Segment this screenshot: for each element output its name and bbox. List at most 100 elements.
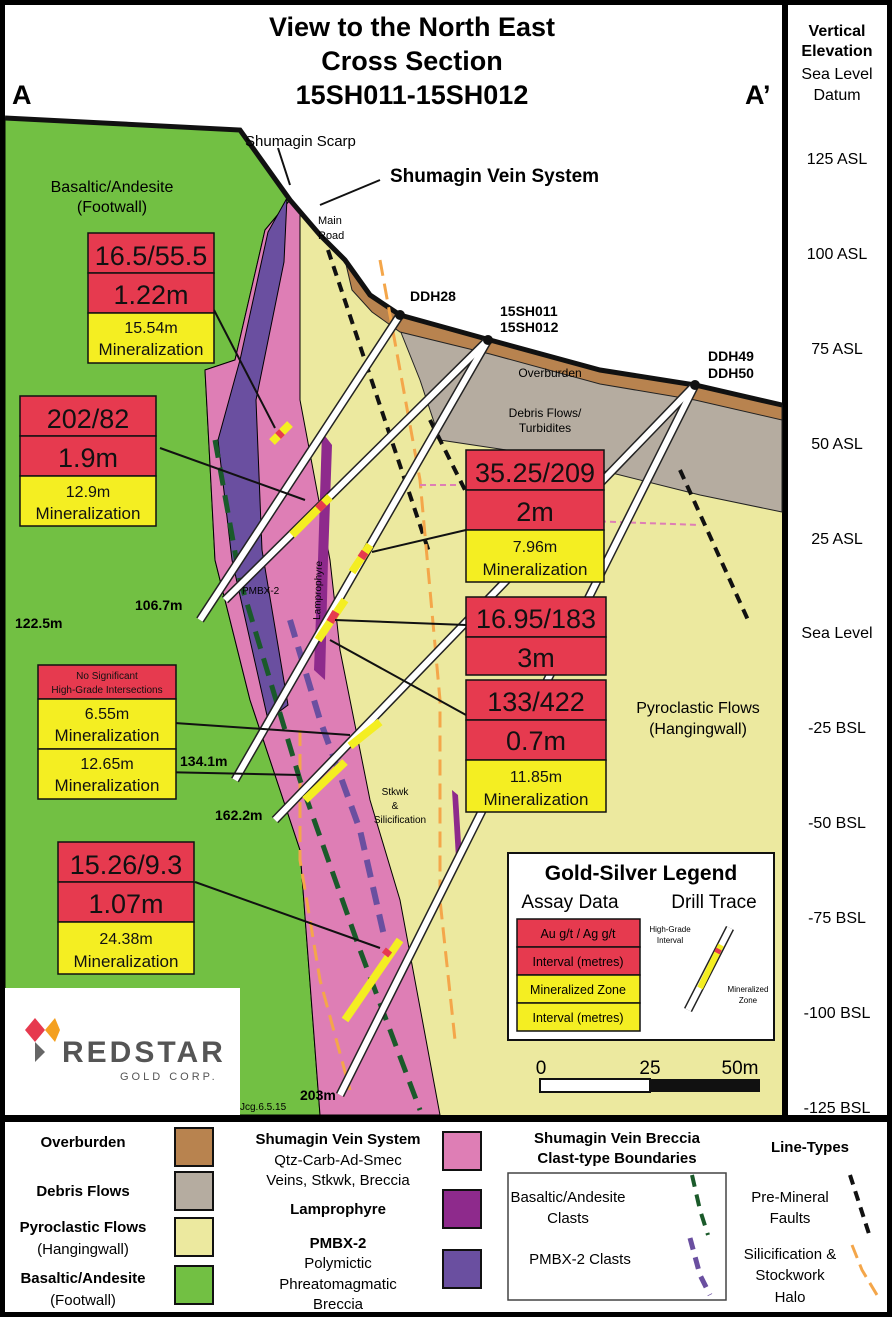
- svg-text:202/82: 202/82: [47, 404, 130, 434]
- svg-text:High-Grade: High-Grade: [649, 925, 691, 934]
- svg-text:Pre-Mineral: Pre-Mineral: [751, 1189, 829, 1206]
- svg-text:133/422: 133/422: [487, 687, 585, 717]
- gold-silver-legend: Gold-Silver Legend Assay Data Drill Trac…: [507, 852, 775, 1041]
- svg-text:Mineralization: Mineralization: [99, 340, 204, 359]
- svg-text:Mineralized: Mineralized: [728, 985, 769, 994]
- svg-text:24.38m: 24.38m: [99, 931, 152, 948]
- pmbx-label: PMBX-2: [242, 586, 280, 597]
- basalt-clast-boundary: [212, 439, 423, 1111]
- callout-4: 16.95/183 3m 133/422 0.7m 11.85m Mineral…: [465, 596, 607, 813]
- pyro-sub: (Hangingwall): [649, 721, 747, 738]
- ddh49-label: DDH49: [708, 348, 754, 364]
- stkwk-label: Stkwk: [382, 787, 410, 798]
- svg-text:Mineralization: Mineralization: [74, 952, 179, 971]
- depth-label: 134.1m: [180, 753, 227, 769]
- lamprophyre-label: Lamprophyre: [312, 560, 325, 620]
- svg-text:-100 BSL: -100 BSL: [804, 1005, 871, 1022]
- svg-text:50m: 50m: [722, 1058, 759, 1079]
- sh011-label: 15SH011: [500, 303, 558, 319]
- svg-text:Basaltic/Andesite: Basaltic/Andesite: [20, 1270, 145, 1287]
- svg-text:GOLD CORP.: GOLD CORP.: [120, 1071, 218, 1083]
- depth-label: 162.2m: [215, 807, 262, 823]
- svg-text:100 ASL: 100 ASL: [807, 246, 868, 263]
- svg-text:16.95/183: 16.95/183: [476, 604, 596, 634]
- svg-text:Faults: Faults: [770, 1210, 811, 1227]
- svg-text:Mineralization: Mineralization: [483, 560, 588, 579]
- svg-text:16.5/55.5: 16.5/55.5: [95, 241, 208, 271]
- svg-text:Pyroclastic Flows: Pyroclastic Flows: [20, 1219, 147, 1236]
- road-label2: Road: [318, 230, 344, 242]
- svg-text:PMBX-2: PMBX-2: [310, 1235, 367, 1252]
- svg-text:25: 25: [639, 1058, 660, 1079]
- svg-text:25 ASL: 25 ASL: [811, 531, 863, 548]
- svg-text:75 ASL: 75 ASL: [811, 341, 863, 358]
- ground-surface: [4, 115, 783, 408]
- svg-text:35.25/209: 35.25/209: [475, 458, 595, 488]
- section-end-a-prime: A’: [745, 80, 771, 110]
- section-end-a: A: [12, 80, 32, 110]
- svg-text:High-Grade Intersections: High-Grade Intersections: [51, 685, 162, 696]
- svg-text:Interval (metres): Interval (metres): [533, 955, 624, 969]
- depth-label: 203m: [300, 1087, 336, 1103]
- title-line1: View to the North East: [269, 12, 555, 42]
- svg-text:Vertical: Vertical: [809, 23, 866, 40]
- overburden-label: Overburden: [518, 366, 581, 380]
- svg-text:0: 0: [536, 1058, 547, 1079]
- svg-text:-125 BSL: -125 BSL: [804, 1100, 871, 1117]
- collars: [395, 310, 700, 390]
- callout-5: No Significant High-Grade Intersections …: [37, 664, 177, 800]
- depth-label: 106.7m: [135, 597, 182, 613]
- svg-text:Stockwork: Stockwork: [755, 1267, 825, 1284]
- svg-text:Assay Data: Assay Data: [521, 892, 619, 913]
- svg-text:0.7m: 0.7m: [506, 726, 566, 756]
- svg-text:Sea Level: Sea Level: [801, 66, 872, 83]
- svg-text:Breccia: Breccia: [313, 1296, 364, 1313]
- pyro-label: Pyroclastic Flows: [636, 700, 760, 717]
- svg-text:Zone: Zone: [739, 996, 758, 1005]
- ddh28-label: DDH28: [410, 288, 456, 304]
- svg-text:Mineralized Zone: Mineralized Zone: [530, 983, 626, 997]
- svg-text:Shumagin Vein Breccia: Shumagin Vein Breccia: [534, 1130, 701, 1147]
- svg-text:Halo: Halo: [775, 1289, 806, 1306]
- svg-text:Mineralization: Mineralization: [484, 790, 589, 809]
- road-label: Main: [318, 215, 342, 227]
- svg-text:12.65m: 12.65m: [80, 756, 133, 773]
- elevation-labels: Vertical Elevation Sea Level Datum 125 A…: [801, 23, 872, 1117]
- svg-text:Elevation: Elevation: [801, 43, 872, 60]
- svg-text:6.55m: 6.55m: [85, 706, 129, 723]
- svg-text:1.9m: 1.9m: [58, 443, 118, 473]
- svg-text:Drill Trace: Drill Trace: [671, 892, 757, 913]
- svg-text:15.54m: 15.54m: [124, 320, 177, 337]
- ddh50-label: DDH50: [708, 365, 754, 381]
- callout-6: 15.26/9.3 1.07m 24.38m Mineralization: [57, 841, 195, 975]
- svg-text:Interval: Interval: [657, 936, 683, 945]
- svg-text:Phreatomagmatic: Phreatomagmatic: [279, 1276, 397, 1293]
- svg-text:-50 BSL: -50 BSL: [808, 815, 866, 832]
- svg-text:Mineralization: Mineralization: [55, 726, 160, 745]
- svg-text:1.07m: 1.07m: [88, 889, 163, 919]
- svg-text:Clasts: Clasts: [547, 1210, 589, 1227]
- svg-text:Datum: Datum: [813, 87, 860, 104]
- svg-text:Veins, Stkwk, Breccia: Veins, Stkwk, Breccia: [266, 1172, 410, 1189]
- svg-text:Overburden: Overburden: [40, 1134, 125, 1151]
- svg-text:(Footwall): (Footwall): [50, 1292, 116, 1309]
- svg-text:Qtz-Carb-Ad-Smec: Qtz-Carb-Ad-Smec: [274, 1152, 402, 1169]
- svg-text:2m: 2m: [516, 497, 554, 527]
- svg-text:Line-Types: Line-Types: [771, 1139, 849, 1156]
- debris-label: Debris Flows/: [509, 406, 582, 420]
- svg-text:Silicification &: Silicification &: [744, 1246, 837, 1263]
- svg-text:7.96m: 7.96m: [513, 539, 557, 556]
- stkwk-label2: &: [392, 801, 399, 812]
- svg-text:50 ASL: 50 ASL: [811, 436, 863, 453]
- svg-text:Basaltic/Andesite: Basaltic/Andesite: [510, 1189, 625, 1206]
- scarp-label: Shumagin Scarp: [245, 133, 356, 150]
- stkwk-label3: Silicification: [374, 815, 426, 826]
- sh012-label: 15SH012: [500, 319, 559, 335]
- vein-system-label: Shumagin Vein System: [390, 166, 599, 187]
- svg-text:Debris Flows: Debris Flows: [36, 1183, 129, 1200]
- svg-text:REDSTAR: REDSTAR: [62, 1036, 226, 1069]
- svg-text:Shumagin Vein System: Shumagin Vein System: [255, 1131, 420, 1148]
- depth-label: 122.5m: [15, 615, 62, 631]
- footwall-sub: (Footwall): [77, 199, 147, 216]
- credit-label: Jcg.6.5.15: [240, 1102, 287, 1113]
